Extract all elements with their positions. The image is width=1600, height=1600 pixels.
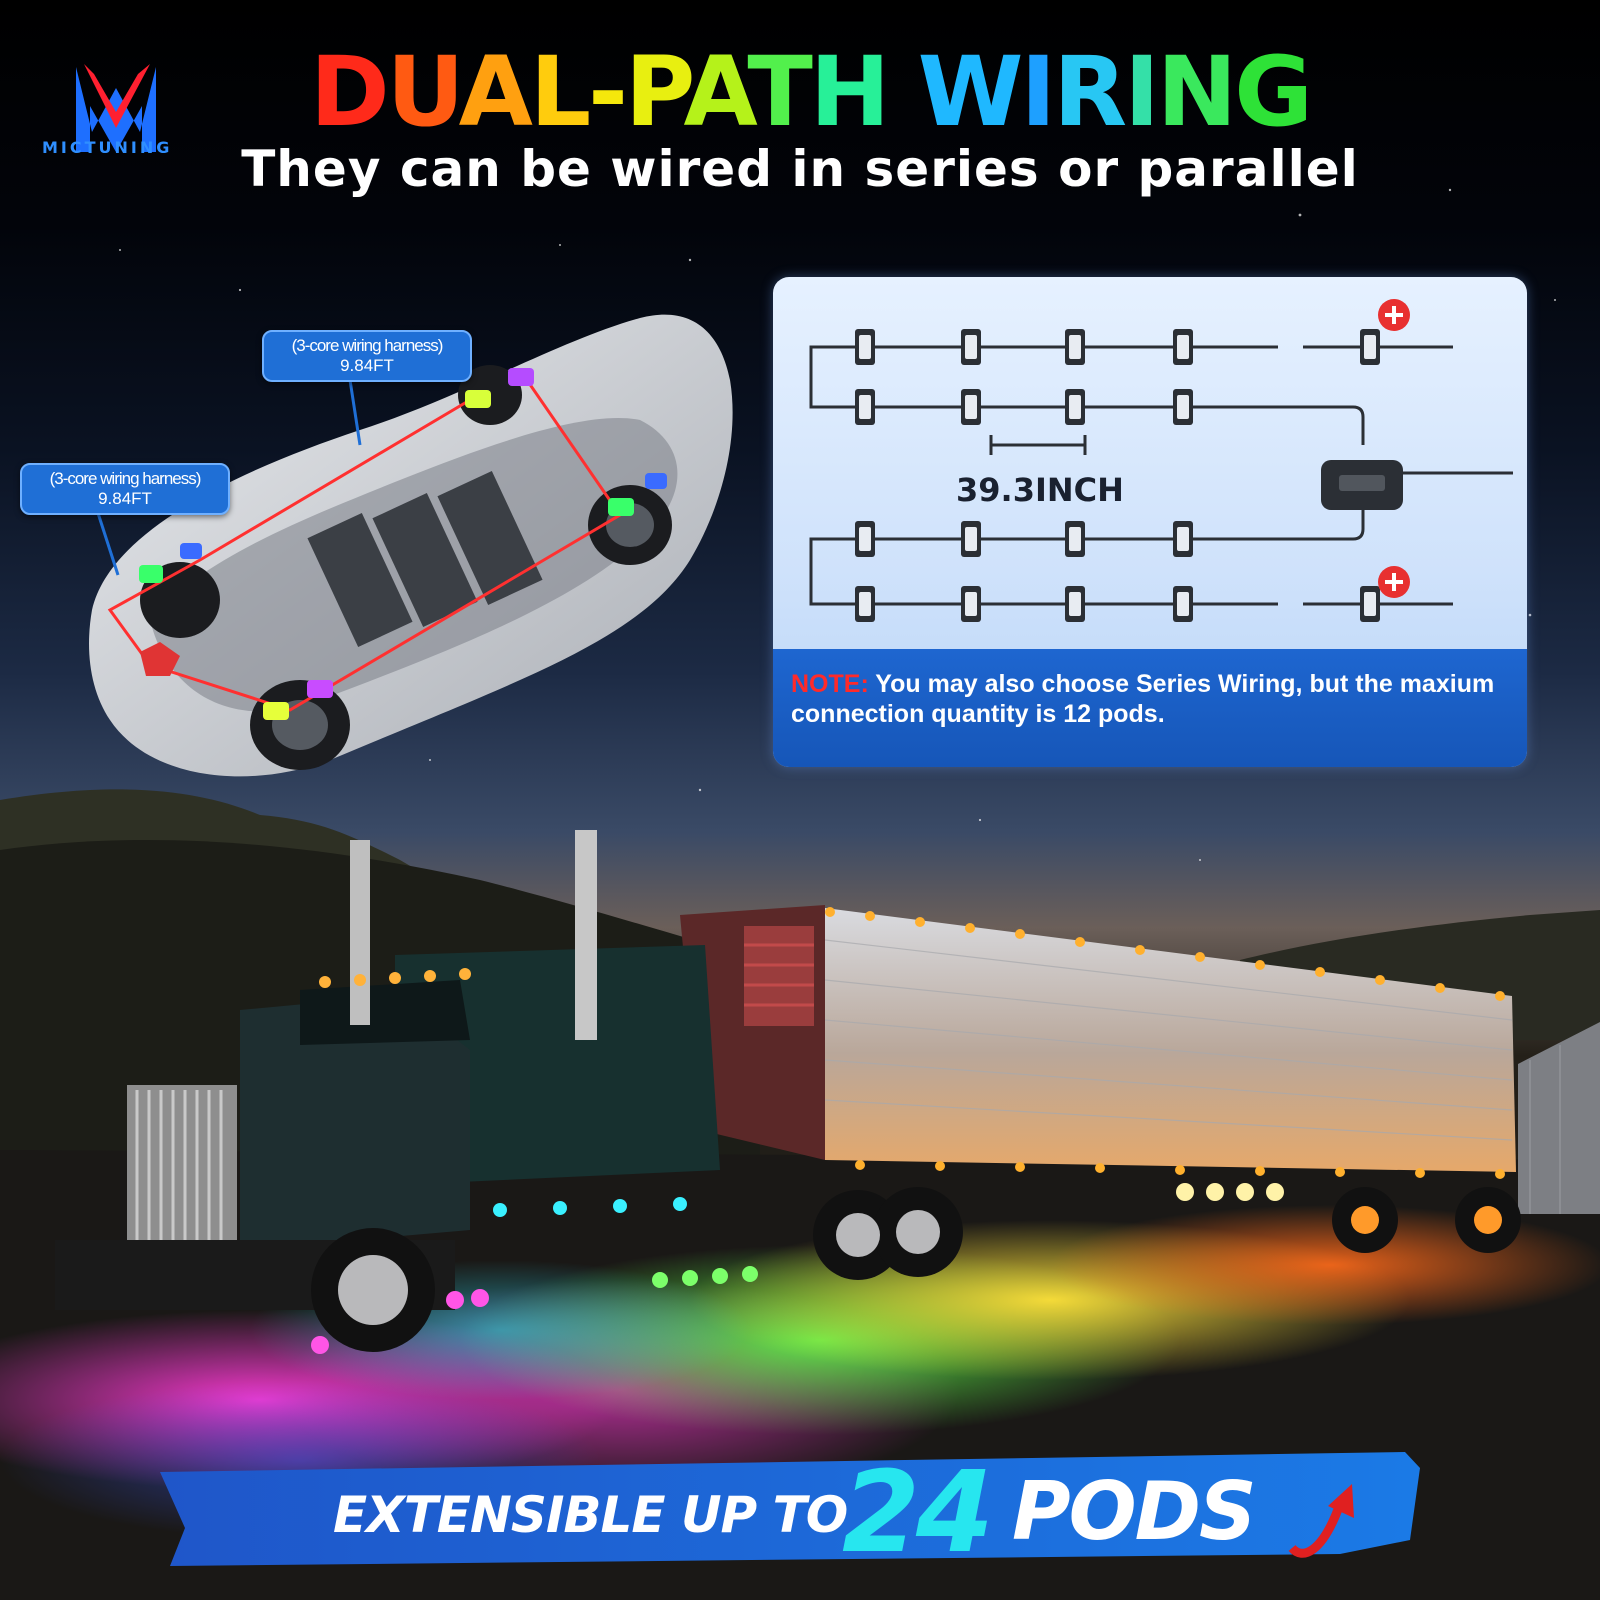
headline-letter: G (1234, 40, 1310, 140)
rock-light-pod (961, 521, 981, 557)
pod-markers (139, 368, 667, 720)
headline-letter: P (625, 40, 692, 140)
rock-light-pod (1173, 389, 1193, 425)
wiring-diagram (809, 299, 1513, 622)
rock-light-pod (961, 389, 981, 425)
headline-letter: - (588, 40, 625, 140)
headline-letter: R (1053, 40, 1125, 140)
car-chassis-diagram (89, 314, 733, 777)
mictuning-logo-icon (76, 64, 156, 152)
banner-prefix: EXTENSIBLE UP TO (333, 1486, 848, 1544)
headline-letter: I (1021, 40, 1054, 140)
rock-light-pod (1065, 521, 1085, 557)
rock-light-pod (1065, 586, 1085, 622)
rock-light-pod (1173, 586, 1193, 622)
rock-light-pod (1360, 586, 1380, 622)
rock-light-pod (1173, 329, 1193, 365)
headline-letter: U (387, 40, 459, 140)
rock-light-pod (1173, 521, 1193, 557)
harness-callout-rear: (3-core wiring harness) 9.84FT (20, 463, 230, 515)
rock-light-pod (961, 329, 981, 365)
note-body: You may also choose Series Wiring, but t… (791, 670, 1495, 728)
headline-letter: T (747, 40, 812, 140)
banner-number: 24 (842, 1448, 994, 1578)
trailer (680, 905, 1521, 1253)
headline-letter: N (1157, 40, 1234, 140)
rock-light-pod (855, 521, 875, 557)
headline-letter (887, 40, 917, 140)
brand-name: MICTUNING (42, 138, 173, 157)
rock-light-pod (855, 586, 875, 622)
note-label: NOTE: (791, 670, 869, 698)
note-text: NOTE: You may also choose Series Wiring,… (791, 669, 1511, 729)
headline-letter: W (918, 40, 1021, 140)
semi-truck (55, 830, 963, 1354)
rock-light-pod (1065, 389, 1085, 425)
headline-letter: D (310, 40, 387, 140)
up-arrow-icon (1288, 1484, 1354, 1558)
plus-circle-icon (1378, 566, 1410, 598)
rock-light-pod (855, 329, 875, 365)
banner-suffix: PODS (1012, 1465, 1257, 1558)
subheadline: They can be wired in series or parallel (241, 140, 1359, 198)
rock-light-pod (961, 586, 981, 622)
note-box: NOTE: You may also choose Series Wiring,… (773, 649, 1527, 767)
headline-letter: H (810, 40, 887, 140)
rock-light-pod (855, 389, 875, 425)
wiring-diagram-panel: NOTE: You may also choose Series Wiring,… (773, 277, 1527, 767)
headline-letter: L (530, 40, 589, 140)
rock-light-pod (1360, 329, 1380, 365)
svg-text:DUAL-PATH WIRING: DUAL-PATH WIRING (310, 40, 1310, 140)
headline-letter: A (459, 40, 533, 140)
plus-circle-icon (1378, 299, 1410, 331)
spacing-measurement: 39.3INCH (956, 471, 1124, 509)
headline: DUAL-PATH WIRING (310, 40, 1313, 140)
rock-light-pod (1065, 329, 1085, 365)
headline-letter: I (1124, 40, 1157, 140)
control-box-icon (1339, 475, 1385, 491)
harness-callout-front: (3-core wiring harness) 9.84FT (262, 330, 472, 382)
